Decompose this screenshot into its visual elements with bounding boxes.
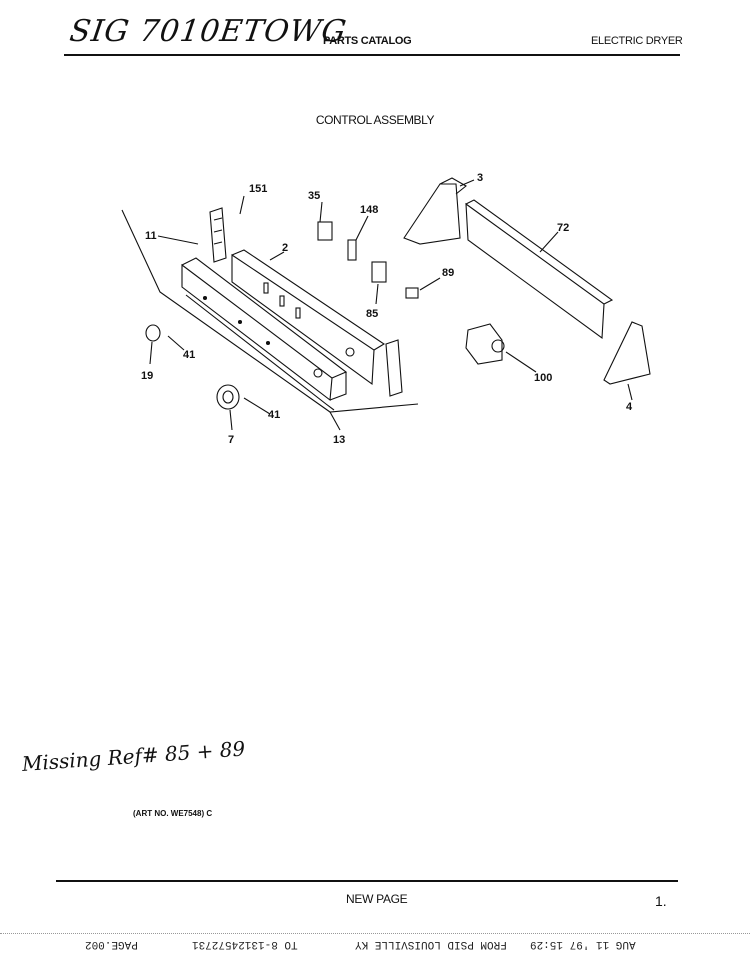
rear-panel [231, 253, 375, 386]
fax-from: FROM PSID LOUISVILLE KY [355, 938, 507, 950]
part-label-148: 148 [360, 204, 378, 216]
part-label-41-lower: 41 [268, 409, 280, 421]
switch-85 [371, 261, 387, 283]
art-number: (ART NO. WE7548) C [133, 809, 213, 818]
knob-19 [145, 324, 161, 342]
fax-header-rule [0, 933, 750, 934]
exploded-parts-diagram: 151 35 3 148 11 2 72 89 85 41 19 100 41 … [121, 172, 651, 446]
part-label-13: 13 [333, 434, 345, 446]
end-bracket-4 [603, 321, 651, 385]
part-label-41-upper: 41 [183, 349, 195, 361]
part-label-151: 151 [249, 183, 267, 195]
switch-35 [317, 221, 333, 241]
part-label-3: 3 [477, 172, 483, 184]
page-mark: 1. [655, 893, 667, 909]
bracket-line [121, 209, 419, 413]
part-label-19: 19 [141, 370, 153, 382]
back-cover-72 [465, 202, 605, 340]
part-label-85: 85 [366, 308, 378, 320]
catalog-label: PARTS CATALOG [323, 35, 412, 47]
end-bracket-3 [403, 183, 461, 245]
part-label-100: 100 [534, 372, 552, 384]
header-rule [64, 54, 680, 56]
part-label-2: 2 [282, 242, 288, 254]
control-panel [181, 263, 333, 402]
new-page-label: NEW PAGE [346, 892, 408, 906]
part-label-7: 7 [228, 434, 234, 446]
side-bracket [209, 207, 227, 263]
handwritten-note: Missing Ref# 85 + 89 [21, 736, 246, 776]
product-label: ELECTRIC DRYER [591, 35, 683, 47]
section-title: CONTROL ASSEMBLY [315, 113, 435, 127]
part-label-35: 35 [308, 190, 320, 202]
part-89 [405, 287, 419, 299]
timer-100 [465, 323, 503, 365]
part-label-4: 4 [626, 401, 633, 413]
fax-page: PAGE.002 [85, 938, 138, 950]
end-cap [385, 339, 403, 397]
part-label-72: 72 [557, 222, 569, 234]
part-label-89: 89 [442, 267, 454, 279]
switch-148 [347, 239, 357, 261]
part-label-11: 11 [145, 230, 157, 242]
fax-date-time: AUG 11 '97 15:29 [530, 938, 636, 950]
footer-rule [56, 880, 678, 882]
fax-to: TO 8-13124572731 [192, 938, 298, 950]
knob-7 [216, 384, 240, 410]
